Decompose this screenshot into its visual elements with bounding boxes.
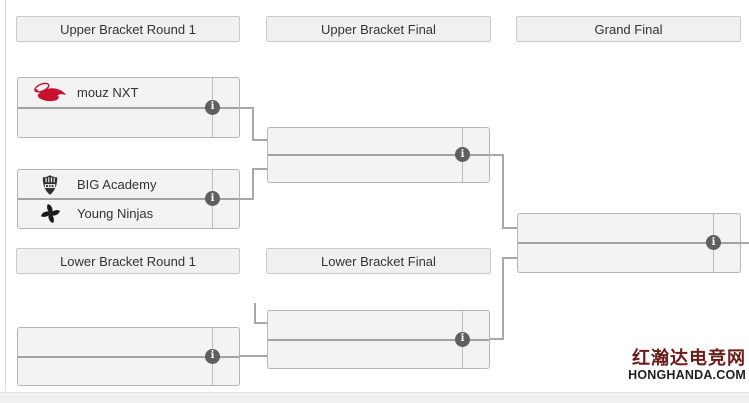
header-label: Lower Bracket Round 1 bbox=[60, 253, 196, 269]
match-divider bbox=[268, 154, 489, 156]
horizontal-scrollbar[interactable] bbox=[0, 392, 749, 403]
header-grand-final: Grand Final bbox=[516, 16, 741, 42]
match-upper-final[interactable]: i bbox=[267, 127, 490, 183]
info-icon[interactable]: i bbox=[205, 99, 220, 115]
connector-line bbox=[252, 139, 268, 141]
connector-line bbox=[254, 322, 268, 324]
header-upper-bracket-final: Upper Bracket Final bbox=[266, 16, 491, 42]
team-slot[interactable] bbox=[268, 340, 462, 369]
connector-line bbox=[502, 154, 504, 229]
match-divider bbox=[18, 355, 239, 358]
connector-line bbox=[489, 154, 504, 156]
header-label: Lower Bracket Final bbox=[321, 253, 436, 269]
connector-line bbox=[502, 257, 504, 340]
container-left-border bbox=[5, 0, 6, 391]
match-lower-round1-1[interactable]: i bbox=[17, 327, 240, 386]
info-icon-glyph: i bbox=[210, 101, 215, 112]
team-slot[interactable] bbox=[268, 311, 462, 340]
match-upper-round1-2[interactable]: BIG Academy Young Ninjas i bbox=[17, 169, 240, 229]
match-divider bbox=[518, 242, 740, 244]
connector-line bbox=[252, 168, 254, 200]
info-icon-glyph: i bbox=[711, 236, 716, 248]
match-divider bbox=[18, 198, 239, 200]
connector-line bbox=[254, 303, 256, 324]
team-slot[interactable] bbox=[518, 214, 713, 243]
team-slot[interactable] bbox=[18, 328, 212, 357]
header-label: Grand Final bbox=[594, 21, 663, 37]
team-slot[interactable] bbox=[18, 108, 212, 138]
info-icon[interactable]: i bbox=[205, 348, 220, 364]
info-icon[interactable]: i bbox=[455, 147, 470, 162]
connector-line bbox=[252, 107, 254, 141]
match-upper-round1-1[interactable]: mouz NXT i bbox=[17, 77, 240, 138]
watermark-title: 红瀚达电竞网 bbox=[632, 348, 746, 368]
young-ninjas-logo bbox=[30, 203, 70, 224]
team-slot[interactable]: Young Ninjas bbox=[18, 199, 212, 228]
info-icon[interactable]: i bbox=[706, 235, 721, 250]
header-label: Upper Bracket Final bbox=[321, 21, 436, 37]
team-name: mouz NXT bbox=[77, 85, 139, 101]
team-name: BIG Academy bbox=[77, 177, 157, 192]
connector-line bbox=[741, 242, 749, 244]
info-icon-glyph: i bbox=[210, 350, 215, 361]
connector-line bbox=[502, 257, 518, 259]
info-icon-glyph: i bbox=[460, 148, 465, 160]
team-slot[interactable]: mouz NXT bbox=[18, 78, 212, 108]
connector-line bbox=[502, 227, 518, 229]
match-lower-final[interactable]: i bbox=[267, 310, 490, 369]
info-icon-glyph: i bbox=[210, 192, 215, 204]
team-slot[interactable] bbox=[18, 357, 212, 386]
mouz-nxt-logo bbox=[30, 81, 70, 104]
connector-line bbox=[252, 168, 268, 170]
team-slot[interactable] bbox=[268, 128, 462, 155]
match-grand-final[interactable]: i bbox=[517, 213, 741, 273]
header-label: Upper Bracket Round 1 bbox=[60, 21, 196, 37]
team-slot[interactable] bbox=[268, 155, 462, 182]
info-icon[interactable]: i bbox=[455, 331, 470, 347]
header-upper-bracket-round-1: Upper Bracket Round 1 bbox=[16, 16, 240, 42]
site-watermark: 红瀚达电竞网 HONGHANDA.COM bbox=[628, 349, 746, 382]
header-lower-bracket-round-1: Lower Bracket Round 1 bbox=[16, 248, 240, 274]
info-icon[interactable]: i bbox=[205, 191, 220, 206]
match-divider bbox=[18, 106, 239, 109]
watermark-domain: HONGHANDA.COM bbox=[628, 368, 746, 382]
big-academy-logo bbox=[30, 174, 70, 196]
connector-line bbox=[239, 107, 254, 109]
team-slot[interactable]: BIG Academy bbox=[18, 170, 212, 199]
connector-line bbox=[239, 198, 254, 200]
info-icon-glyph: i bbox=[460, 333, 465, 344]
match-divider bbox=[268, 338, 489, 341]
team-slot[interactable] bbox=[518, 243, 713, 272]
header-lower-bracket-final: Lower Bracket Final bbox=[266, 248, 491, 274]
connector-line bbox=[489, 338, 504, 340]
connector-line bbox=[239, 355, 268, 357]
team-name: Young Ninjas bbox=[77, 206, 154, 221]
